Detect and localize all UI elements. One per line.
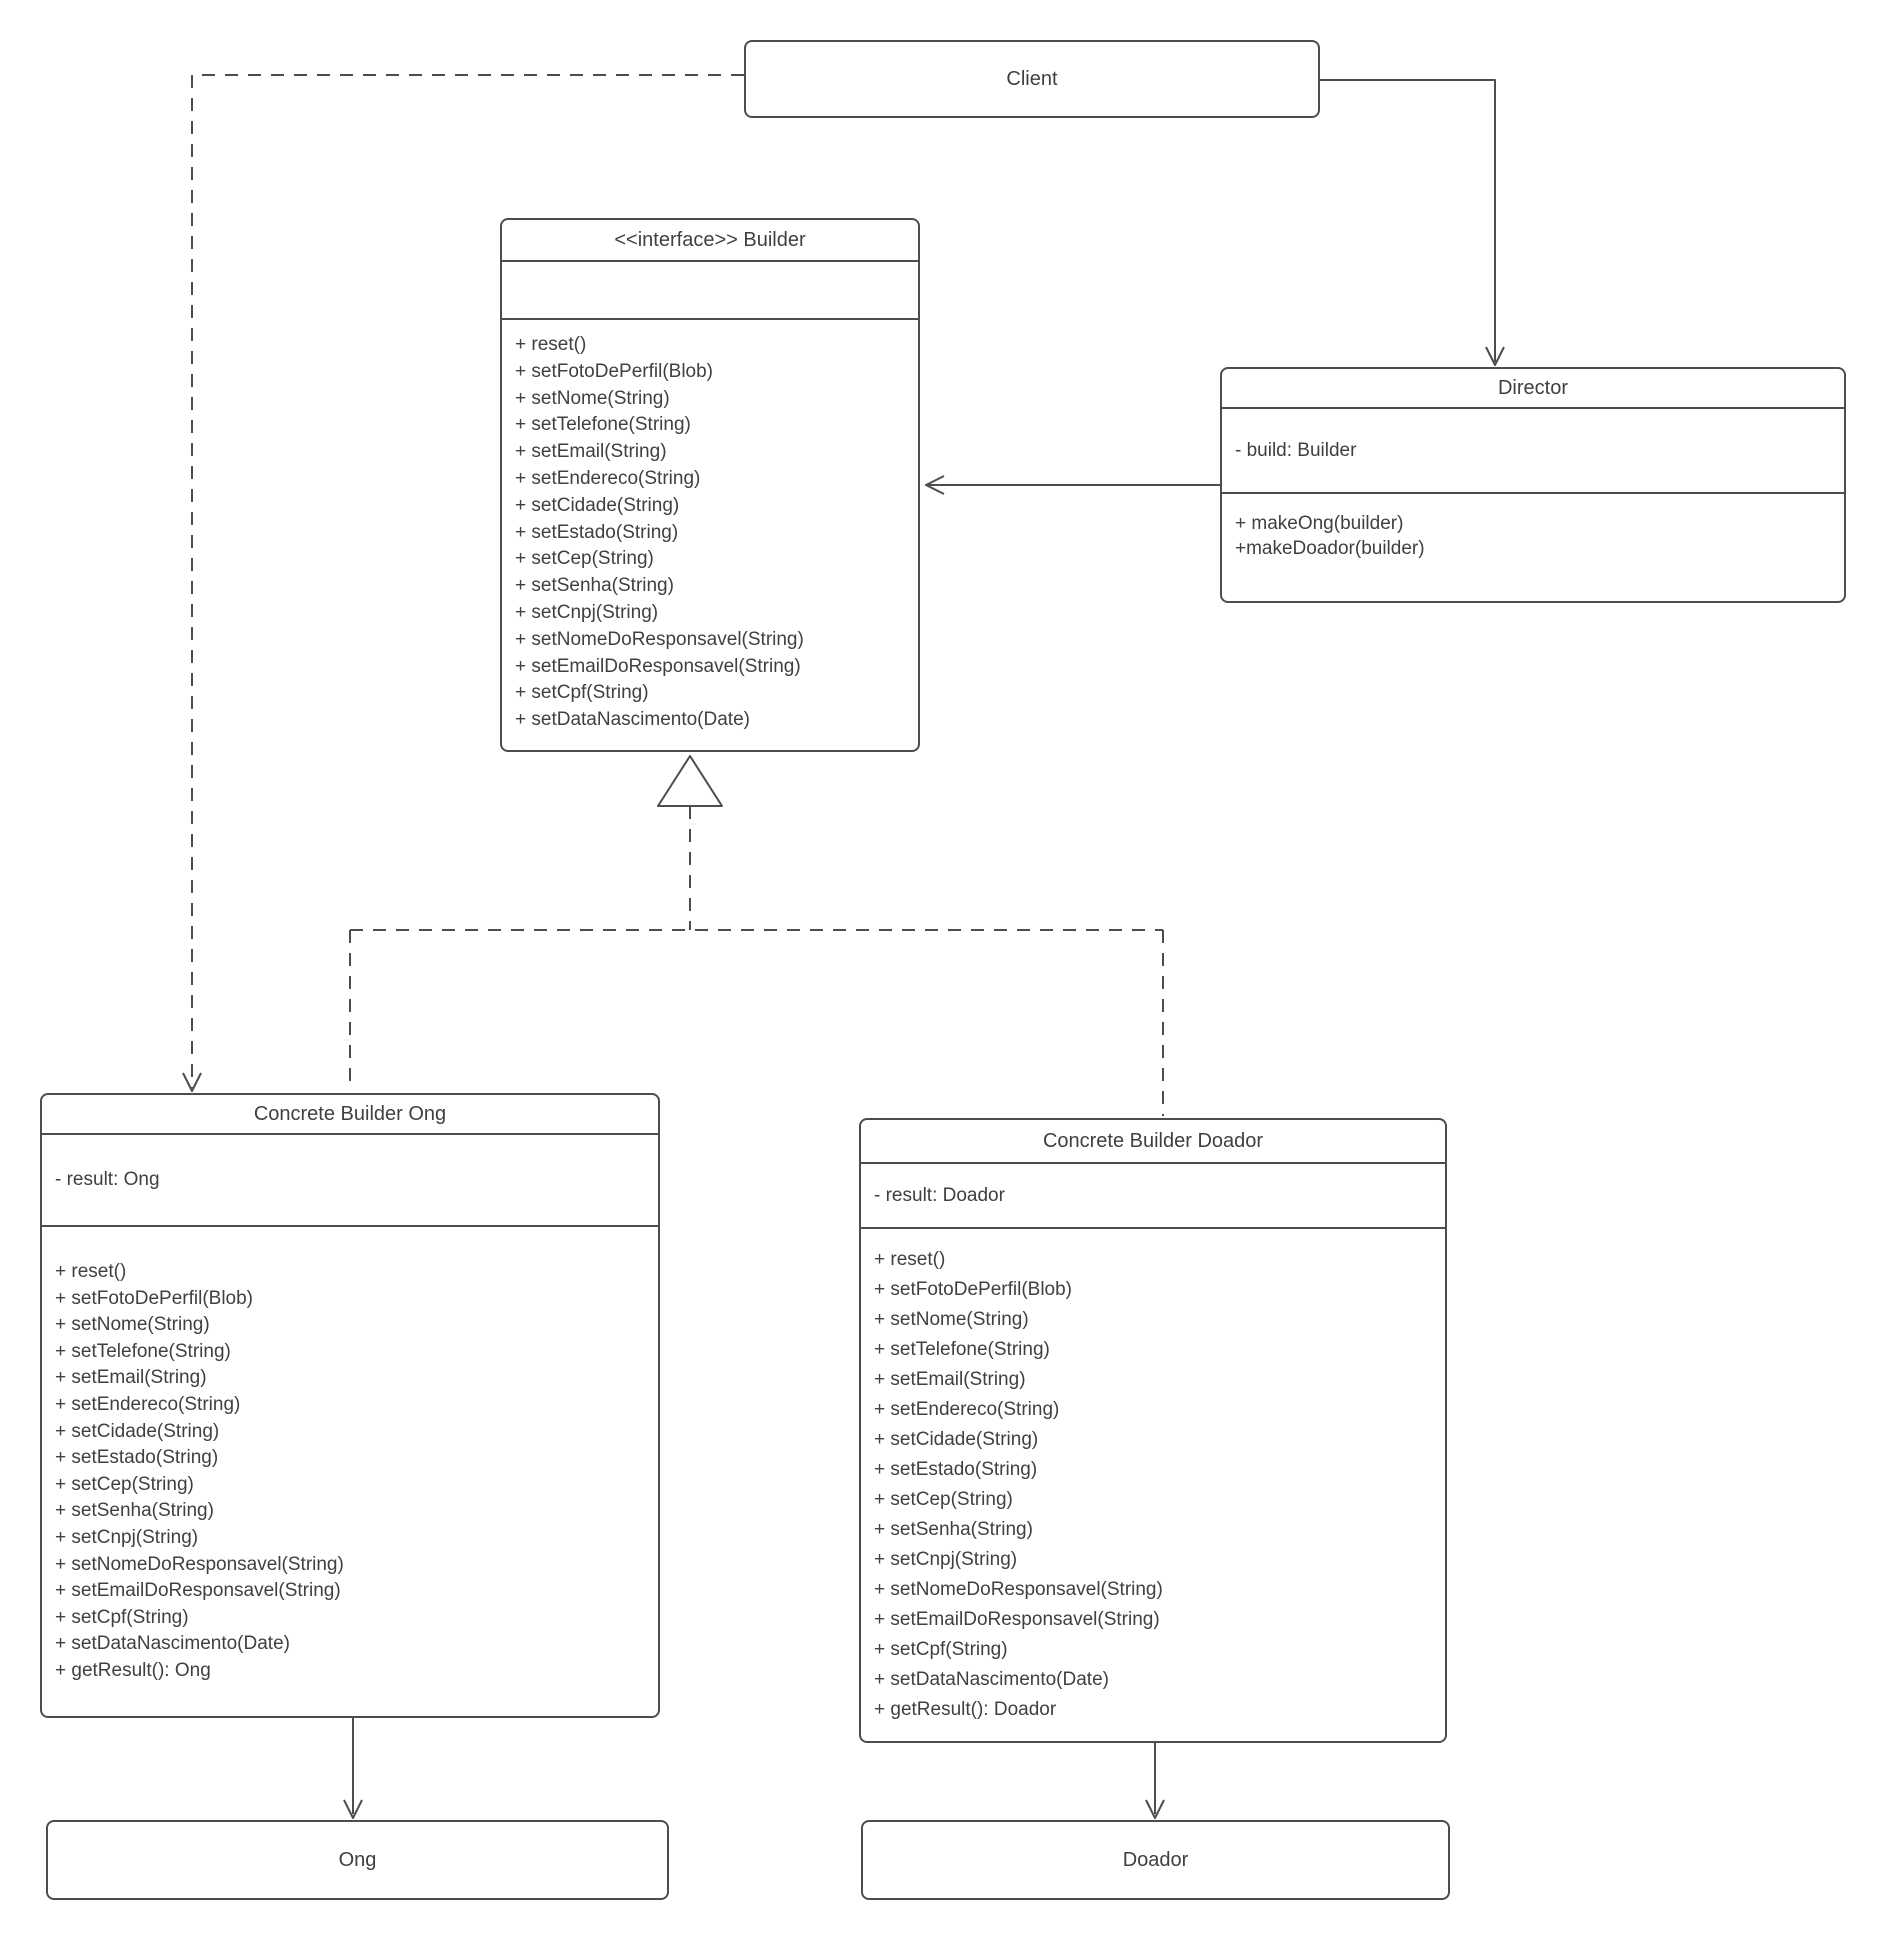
method-item: + setEstado(String) xyxy=(515,521,679,543)
method-item: + setNome(String) xyxy=(874,1309,1029,1330)
method-item: + getResult(): Doador xyxy=(874,1699,1057,1720)
method-item: + makeOng(builder) xyxy=(1235,513,1404,534)
method-item: + setNomeDoResponsavel(String) xyxy=(55,1553,344,1575)
method-item: + setSenha(String) xyxy=(55,1500,214,1522)
method-item: + setCep(String) xyxy=(55,1473,194,1495)
methods-section: + makeOng(builder) +makeDoador(builder) xyxy=(1222,494,1844,601)
method-item: + setEndereco(String) xyxy=(55,1393,241,1415)
method-item: + setTelefone(String) xyxy=(515,414,691,436)
class-client: Client xyxy=(744,40,1320,118)
method-item: + setCnpj(String) xyxy=(515,601,659,623)
method-item: + setFotoDePerfil(Blob) xyxy=(55,1287,253,1309)
method-item: +makeDoador(builder) xyxy=(1235,538,1425,559)
method-item: + reset() xyxy=(874,1249,946,1270)
association-client-to-director-line xyxy=(1320,79,1496,362)
method-item: + reset() xyxy=(55,1261,127,1282)
method-item: + setEmail(String) xyxy=(515,441,667,463)
method-item: + setSenha(String) xyxy=(874,1519,1033,1540)
methods-section: + reset() + setFotoDePerfil(Blob) + setNom… xyxy=(42,1227,658,1716)
method-item: + setCnpj(String) xyxy=(55,1526,199,1548)
attribute-item: - result: Doador xyxy=(874,1184,1005,1206)
attribute-item: - result: Ong xyxy=(55,1169,160,1190)
attribute-item: - build: Builder xyxy=(1235,439,1357,461)
method-item: + setEstado(String) xyxy=(55,1447,219,1469)
attributes-section: - result: Doador xyxy=(861,1164,1445,1229)
method-item: + setTelefone(String) xyxy=(55,1340,231,1362)
method-item: + reset() xyxy=(515,334,587,355)
method-item: + setCnpj(String) xyxy=(874,1549,1018,1570)
method-item: + setCep(String) xyxy=(515,548,654,570)
arrowhead-left-icon xyxy=(925,475,945,495)
arrowhead-down-icon xyxy=(1485,346,1505,366)
method-item: + setNome(String) xyxy=(515,387,670,409)
method-item: + setCpf(String) xyxy=(874,1639,1008,1660)
method-item: + setFotoDePerfil(Blob) xyxy=(515,360,713,382)
arrowhead-down-icon xyxy=(1145,1799,1165,1819)
method-item: + setNomeDoResponsavel(String) xyxy=(515,628,804,650)
method-item: + setCidade(String) xyxy=(874,1429,1039,1450)
method-item: + getResult(): Ong xyxy=(55,1659,211,1681)
attributes-section xyxy=(502,262,918,320)
arrowhead-down-icon xyxy=(182,1072,202,1092)
class-doador: Doador xyxy=(861,1820,1450,1900)
method-item: + setEndereco(String) xyxy=(515,467,701,489)
class-title: Doador xyxy=(1122,1848,1189,1871)
method-item: + setDataNascimento(Date) xyxy=(55,1633,290,1655)
class-title: Director xyxy=(1222,369,1844,409)
attributes-section: - build: Builder xyxy=(1222,409,1844,494)
method-item: + setDataNascimento(Date) xyxy=(874,1669,1109,1690)
class-title: Client xyxy=(1006,67,1058,90)
class-title: <<interface>> Builder xyxy=(502,220,918,262)
method-item: + setCidade(String) xyxy=(55,1420,220,1442)
method-item: + setFotoDePerfil(Blob) xyxy=(874,1279,1072,1300)
method-item: + setEstado(String) xyxy=(874,1459,1038,1480)
method-item: + setEmailDoResponsavel(String) xyxy=(874,1609,1160,1630)
method-item: + setCidade(String) xyxy=(515,494,680,516)
method-item: + setCep(String) xyxy=(874,1489,1013,1510)
method-item: + setEmail(String) xyxy=(55,1367,207,1389)
method-item: + setEmailDoResponsavel(String) xyxy=(515,655,801,677)
method-item: + setEmailDoResponsavel(String) xyxy=(55,1580,341,1602)
methods-section: + reset() + setFotoDePerfil(Blob) + setNom… xyxy=(861,1229,1445,1741)
class-concrete-builder-doador: Concrete Builder Doador - result: Doador… xyxy=(859,1118,1447,1743)
class-director: Director - build: Builder + makeOng(buil… xyxy=(1220,367,1846,603)
method-item: + setDataNascimento(Date) xyxy=(515,709,750,731)
class-title: Concrete Builder Ong xyxy=(42,1095,658,1135)
method-item: + setCpf(String) xyxy=(55,1606,189,1628)
method-item: + setSenha(String) xyxy=(515,575,674,597)
method-item: + setNome(String) xyxy=(55,1314,210,1336)
class-builder-interface: <<interface>> Builder + reset() + setFoto… xyxy=(500,218,920,752)
class-title: Ong xyxy=(338,1848,377,1871)
methods-section: + reset() + setFotoDePerfil(Blob) + setNom… xyxy=(502,320,918,750)
method-item: + setTelefone(String) xyxy=(874,1339,1050,1360)
method-item: + setCpf(String) xyxy=(515,682,649,704)
class-concrete-builder-ong: Concrete Builder Ong - result: Ong + res… xyxy=(40,1093,660,1718)
attributes-section: - result: Ong xyxy=(42,1135,658,1227)
method-item: + setNomeDoResponsavel(String) xyxy=(874,1579,1163,1600)
class-ong: Ong xyxy=(46,1820,669,1900)
method-item: + setEmail(String) xyxy=(874,1369,1026,1390)
class-title: Concrete Builder Doador xyxy=(861,1120,1445,1164)
arrowhead-down-icon xyxy=(343,1799,363,1819)
realization-triangle-icon xyxy=(657,755,723,807)
method-item: + setEndereco(String) xyxy=(874,1399,1060,1420)
